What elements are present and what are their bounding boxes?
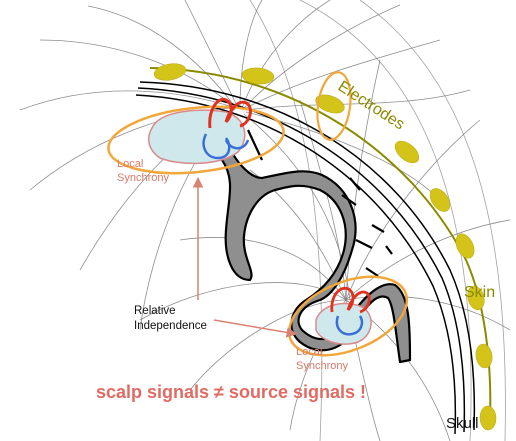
field-lines — [20, 0, 510, 441]
cortex-stroke — [372, 225, 384, 232]
local-synchrony-line2: Synchrony — [117, 172, 169, 186]
field-line — [360, 0, 505, 441]
local-synchrony-label-upper: Local Synchrony — [117, 158, 169, 186]
field-line — [300, 0, 471, 441]
local-synchrony-label-lower: Local Synchrony — [296, 346, 348, 374]
cortex-stroke — [350, 178, 360, 190]
field-line — [185, 0, 238, 108]
electrode — [474, 343, 493, 369]
skin-label: Skin — [464, 284, 495, 302]
relative-independence-label: Relative Independence — [134, 304, 207, 334]
relative-independence-line1: Relative — [134, 304, 207, 319]
independence-arrow — [214, 320, 296, 334]
cortex-stroke — [356, 240, 372, 248]
electrode — [153, 61, 187, 82]
electrode — [426, 185, 454, 215]
local-synchrony-line1: Local — [117, 158, 169, 172]
caption: scalp signals ≠ source signals ! — [96, 383, 366, 403]
relative-independence-line2: Independence — [134, 319, 207, 334]
field-line — [244, 5, 400, 108]
skull-label: Skull — [446, 416, 479, 433]
electrode — [452, 231, 477, 261]
local-synchrony-line1: Local — [296, 346, 348, 360]
field-line — [242, 0, 330, 108]
field-line — [250, 0, 322, 441]
electrode — [391, 137, 423, 167]
cortex-stroke — [366, 268, 378, 276]
field-line — [240, 0, 262, 108]
electrode — [480, 406, 497, 431]
local-synchrony-line2: Synchrony — [296, 360, 348, 374]
cortex-stroke — [386, 246, 392, 254]
